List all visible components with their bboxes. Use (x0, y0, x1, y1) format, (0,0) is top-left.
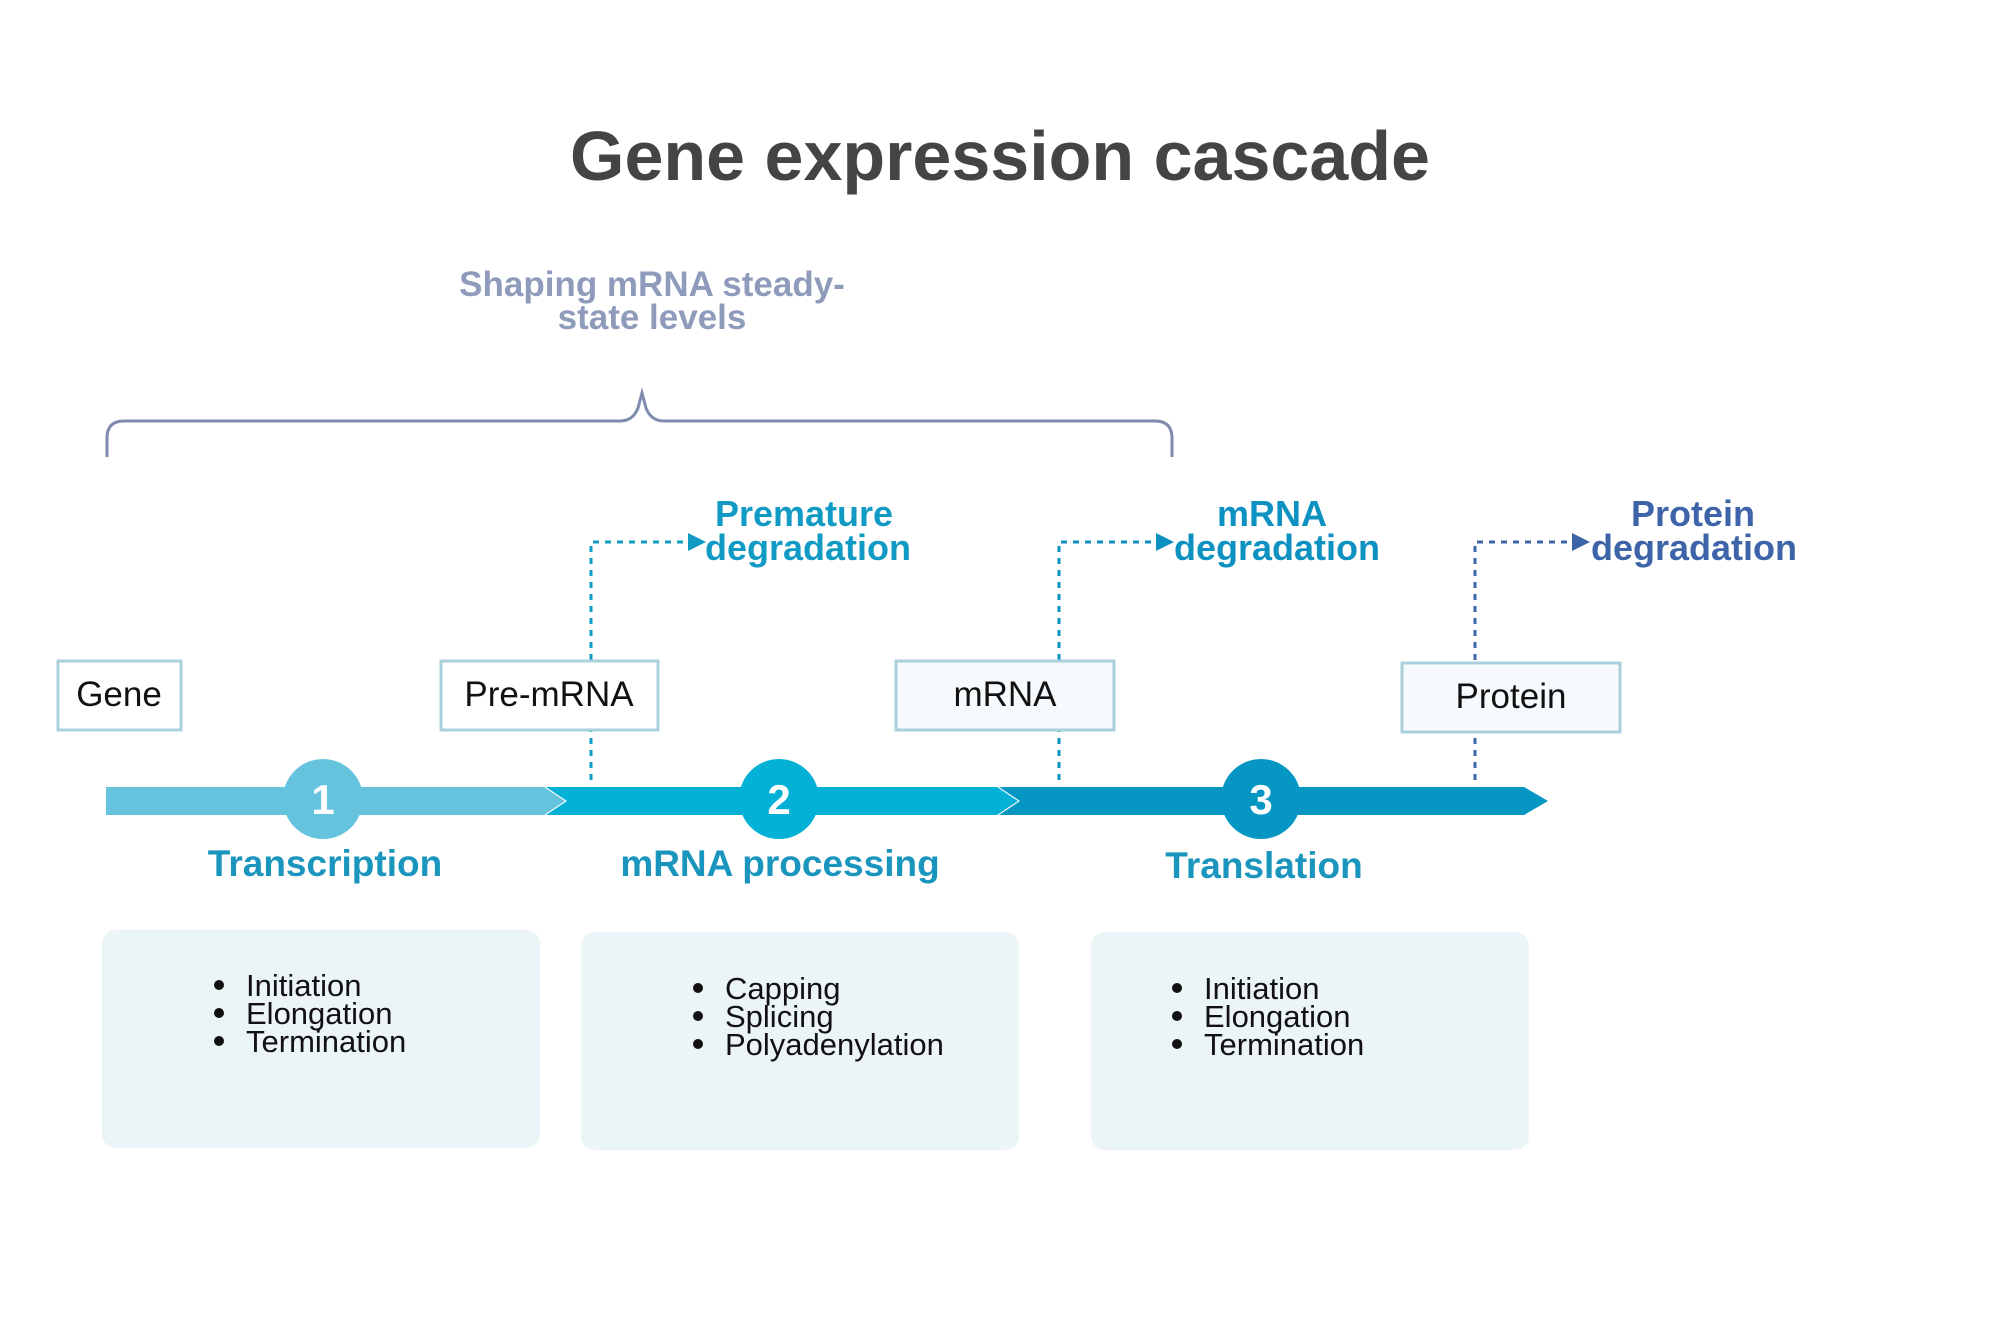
step-3-list: Initiation Elongation Termination (1172, 971, 1364, 1062)
mrna-degradation-label-line2: degradation (1174, 527, 1380, 568)
curly-bracket (105, 387, 1174, 457)
step-2-list: Capping Splicing Polyadenylation (693, 971, 944, 1062)
step-3-detail-panel (1091, 932, 1529, 1150)
premature-degradation-label-line2: degradation (705, 527, 911, 568)
step-3-number: 3 (1249, 776, 1272, 823)
node-mrna: mRNA (894, 659, 1116, 732)
step-1-list: Initiation Elongation Termination (214, 968, 406, 1059)
list-item: Polyadenylation (725, 1027, 944, 1062)
mrna-degradation-connector (1057, 533, 1174, 780)
protein-degradation-connector (1473, 533, 1590, 780)
step-3-label: Translation (1165, 845, 1362, 886)
protein-degradation-label-line2: degradation (1591, 527, 1797, 568)
bullet-icon (214, 1036, 224, 1046)
node-mrna-label: mRNA (953, 675, 1057, 714)
premature-degradation-label-line1: Premature (715, 493, 893, 534)
bullet-icon (1172, 1011, 1182, 1021)
step-2-label: mRNA processing (620, 843, 939, 884)
node-gene-label: Gene (76, 675, 162, 714)
list-item: Elongation (1204, 999, 1351, 1034)
list-item: Splicing (725, 999, 834, 1034)
step-2-badge: 2 (739, 759, 819, 839)
step-2-detail-panel (581, 932, 1019, 1150)
node-pre-mrna-label: Pre-mRNA (464, 675, 634, 714)
list-item: Initiation (246, 968, 361, 1003)
list-item: Capping (725, 971, 840, 1006)
node-protein-label: Protein (1456, 677, 1567, 716)
step-1-detail-panel (102, 930, 540, 1148)
list-item: Termination (1204, 1027, 1364, 1062)
bullet-icon (1172, 1039, 1182, 1049)
premature-degradation-connector (589, 533, 706, 780)
bullet-icon (214, 980, 224, 990)
step-1-number: 1 (311, 776, 334, 823)
protein-degradation-label-line1: Protein (1631, 493, 1755, 534)
node-protein: Protein (1400, 661, 1622, 734)
bullet-icon (214, 1008, 224, 1018)
step-1-badge: 1 (283, 759, 363, 839)
diagram-title: Gene expression cascade (570, 117, 1430, 195)
bullet-icon (1172, 983, 1182, 993)
bracket-label-line2: state levels (558, 298, 747, 337)
node-gene: Gene (56, 659, 183, 732)
bullet-icon (693, 1039, 703, 1049)
list-item: Elongation (246, 996, 393, 1031)
step-1-label: Transcription (208, 843, 442, 884)
list-item: Initiation (1204, 971, 1319, 1006)
node-pre-mrna: Pre-mRNA (439, 659, 660, 732)
step-2-number: 2 (767, 776, 790, 823)
step-3-badge: 3 (1221, 759, 1301, 839)
bullet-icon (693, 983, 703, 993)
list-item: Termination (246, 1024, 406, 1059)
mrna-degradation-label-line1: mRNA (1217, 493, 1327, 534)
bullet-icon (693, 1011, 703, 1021)
bracket-label-line1: Shaping mRNA steady- (459, 265, 845, 304)
